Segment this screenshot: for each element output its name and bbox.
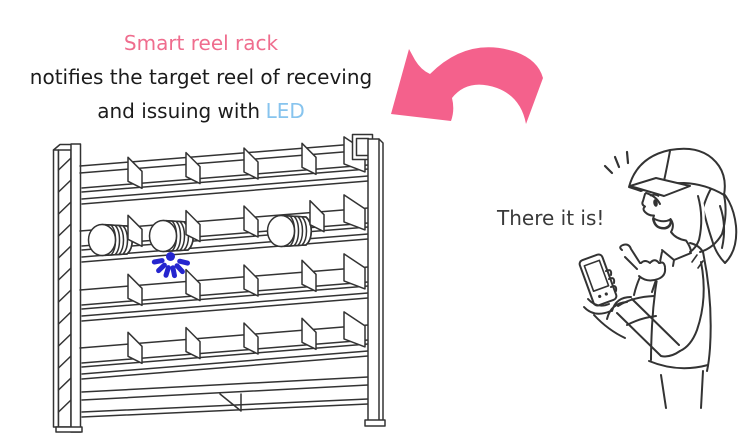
ponytail	[702, 183, 738, 264]
rack-shelf-2	[79, 194, 369, 263]
heading-block: Smart reel rack notifies the target reel…	[0, 26, 402, 128]
rack-base	[81, 376, 369, 418]
rack-right-post	[351, 133, 386, 427]
worker-illustration	[578, 147, 738, 409]
heading-line3-prefix: and issuing with	[97, 99, 260, 123]
reel-3	[266, 214, 312, 248]
rack-shelf-4	[79, 311, 369, 380]
eye	[653, 199, 658, 207]
speech-text: There it is!	[497, 206, 605, 230]
blinking-led-icon	[151, 252, 190, 279]
holding-hand	[583, 269, 657, 339]
heading-led-word: LED	[265, 99, 305, 123]
cap-brim	[629, 177, 691, 197]
cap	[628, 147, 726, 197]
legs	[660, 370, 704, 409]
collar	[661, 242, 704, 267]
rack-shelf-1	[79, 136, 369, 205]
mouth	[652, 217, 672, 230]
curved-arrow-left-icon	[391, 47, 543, 124]
scanner-screen	[583, 259, 610, 292]
pointing-hand	[618, 243, 667, 296]
reel-1	[87, 223, 133, 257]
handheld-scanner	[578, 253, 618, 307]
reel-rack	[52, 133, 386, 433]
hair	[645, 192, 727, 253]
eyebrow	[649, 194, 660, 197]
pointing-arm	[606, 254, 705, 358]
exclaim-dashes-icon	[603, 150, 630, 175]
rack-shelf-3	[79, 253, 369, 322]
heading-line2: notifies the target reel of receving	[29, 65, 373, 89]
heading-title: Smart reel rack	[123, 31, 279, 55]
rack-left-post	[52, 143, 83, 433]
